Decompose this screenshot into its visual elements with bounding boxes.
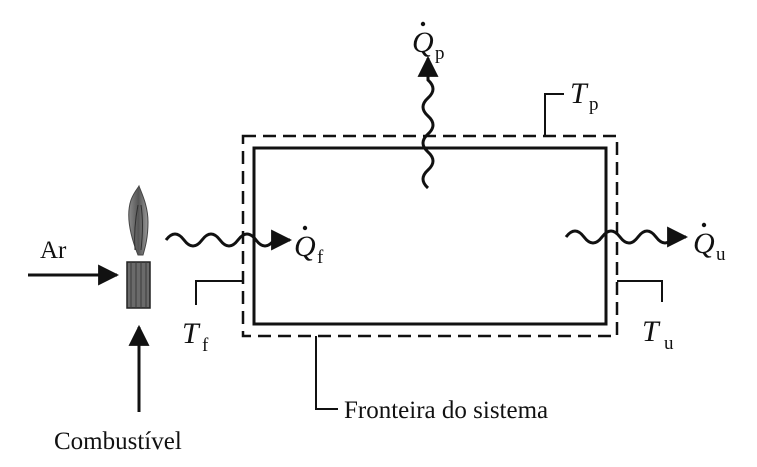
svg-text:f: f: [317, 247, 324, 268]
burner-nozzle: [126, 261, 151, 309]
q-f-label: Q f: [294, 225, 324, 268]
t-f-label: T f: [182, 317, 209, 356]
air-label: Ar: [40, 237, 67, 264]
heat-loss-wavy-arrow-icon: [417, 55, 439, 190]
t-p-leader: [544, 93, 564, 136]
t-p-label: T p: [570, 77, 599, 115]
t-u-label: T u: [642, 315, 674, 354]
fuel-label: Combustível: [54, 428, 182, 455]
svg-text:Q: Q: [693, 227, 715, 260]
svg-text:u: u: [716, 244, 726, 265]
svg-text:T: T: [182, 317, 201, 350]
svg-text:T: T: [570, 77, 589, 110]
svg-text:Q: Q: [412, 26, 434, 59]
q-p-label: Q p: [412, 21, 445, 64]
svg-text:T: T: [642, 315, 661, 348]
svg-text:f: f: [202, 335, 209, 356]
boundary-leader: [315, 336, 338, 410]
svg-text:p: p: [435, 43, 445, 64]
heat-out-wavy-arrow-icon: [564, 226, 689, 248]
svg-text:Q: Q: [294, 230, 316, 263]
svg-text:p: p: [589, 94, 599, 115]
flame-icon: [128, 184, 149, 256]
heat-in-wavy-arrow-icon: [164, 229, 293, 251]
boundary-label: Fronteira do sistema: [344, 397, 548, 424]
svg-text:u: u: [664, 333, 674, 354]
t-u-leader: [617, 280, 663, 302]
q-u-label: Q u: [693, 222, 726, 265]
t-f-leader: [195, 280, 243, 305]
